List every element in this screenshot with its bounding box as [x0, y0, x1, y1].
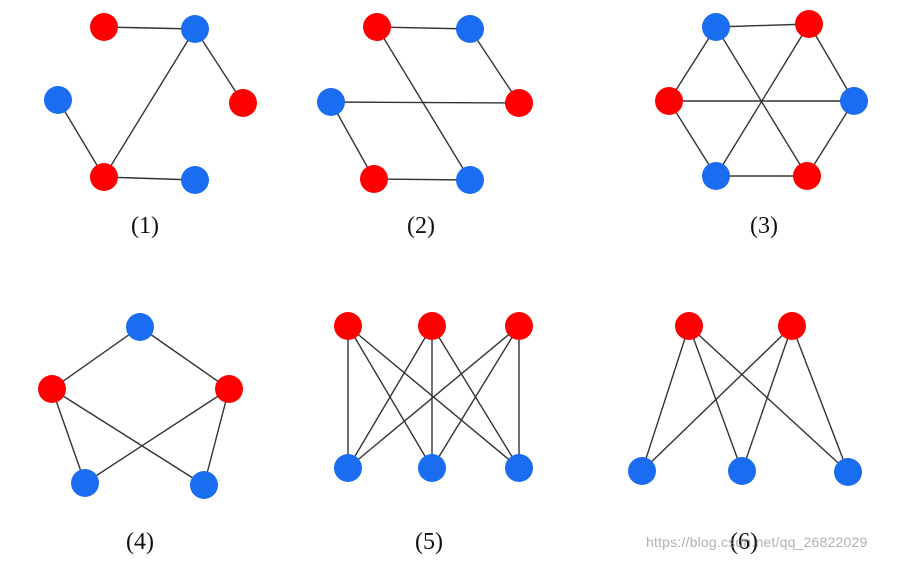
graph-4-node-c-red [215, 375, 243, 403]
graph-3-caption: (3) [750, 213, 778, 239]
graph-5-node-f-blue [505, 454, 533, 482]
graph-6-node-b-red [778, 312, 806, 340]
graph-4-node-e-blue [190, 471, 218, 499]
graph-5-edge-c-e [431, 325, 520, 469]
graph-1-edge-c-e [57, 99, 105, 178]
graph-3-edge-b-e [715, 23, 810, 177]
graph-5-edge-b-d [347, 325, 433, 469]
graph-6-edge-a-c [641, 325, 690, 472]
graph-3-node-f-red [793, 162, 821, 190]
graph-1-node-f-blue [181, 166, 209, 194]
graph-1-node-c-blue [44, 86, 72, 114]
graph-3-node-c-red [655, 87, 683, 115]
graph-1-edge-b-e [103, 28, 196, 178]
graph-4-edge-b-e [51, 388, 205, 486]
graph-1-caption: (1) [131, 213, 159, 239]
graph-1-edge-b-d [194, 28, 244, 104]
graph-1-edge-e-f [103, 176, 196, 181]
graph-6-node-c-blue [628, 457, 656, 485]
edges-layer [51, 23, 855, 486]
graph-3-node-e-blue [702, 162, 730, 190]
graph-6-edge-a-d [688, 325, 743, 472]
graph-2-node-a-red [363, 13, 391, 41]
graph-2-edge-b-d [469, 28, 520, 104]
graph-1-node-e-red [90, 163, 118, 191]
graph-4-edge-b-d [51, 388, 86, 484]
graph-4-edge-a-c [139, 326, 230, 390]
graph-6-node-a-red [675, 312, 703, 340]
graph-4-node-a-blue [126, 313, 154, 341]
graph-5-edge-c-d [347, 325, 520, 469]
graph-3-node-b-red [795, 10, 823, 38]
graph-5-node-a-red [334, 312, 362, 340]
graph-1-node-b-blue [181, 15, 209, 43]
graph-2-node-e-red [360, 165, 388, 193]
graph-1-node-d-red [229, 89, 257, 117]
graph-3-edge-b-d [808, 23, 855, 102]
graph-2-caption: (2) [407, 213, 435, 239]
nodes-layer [38, 10, 868, 499]
graph-2-edge-c-d [330, 101, 520, 104]
watermark-text: https://blog.csdn.net/qq_26822029 [646, 534, 868, 550]
graph-2-edge-e-f [373, 178, 471, 181]
graph-2-edge-a-f [376, 26, 471, 181]
graph-6-edge-a-e [688, 325, 849, 473]
graph-2-edge-a-b [376, 26, 471, 30]
captions-layer: (1) (2) (3) (4) (5) (6) [126, 213, 778, 555]
graph-3-edge-c-e [668, 100, 717, 177]
graph-3-node-a-blue [702, 13, 730, 41]
graph-4-node-b-red [38, 375, 66, 403]
graph-4-edge-c-e [203, 388, 230, 486]
graph-2-node-c-blue [317, 88, 345, 116]
graph-1-node-a-red [90, 13, 118, 41]
graph-5-caption: (5) [415, 529, 443, 555]
graph-6-edge-b-d [741, 325, 793, 472]
graph-1-edge-a-b [103, 26, 196, 30]
graph-3-node-d-blue [840, 87, 868, 115]
graph-6-node-e-blue [834, 458, 862, 486]
graph-2-edge-c-e [330, 101, 375, 180]
graph-6-caption: (6) [730, 529, 758, 555]
graph-5-node-e-blue [418, 454, 446, 482]
graph-6-node-d-blue [728, 457, 756, 485]
graph-3-edge-a-c [668, 26, 717, 102]
graph-2-node-d-red [505, 89, 533, 117]
graph-4-edge-a-b [51, 326, 141, 390]
graph-3-edge-d-f [806, 100, 855, 177]
graph-2-node-b-blue [456, 15, 484, 43]
graph-4-edge-c-d [84, 388, 230, 484]
graph-5-node-c-red [505, 312, 533, 340]
graph-2-node-f-blue [456, 166, 484, 194]
graph-6-edge-b-c [641, 325, 793, 472]
graph-6-edge-b-e [791, 325, 849, 473]
graph-5-node-b-red [418, 312, 446, 340]
graph-4-caption: (4) [126, 529, 154, 555]
graph-4-node-d-blue [71, 469, 99, 497]
graph-3-edge-a-b [715, 23, 810, 28]
graph-5-node-d-blue [334, 454, 362, 482]
